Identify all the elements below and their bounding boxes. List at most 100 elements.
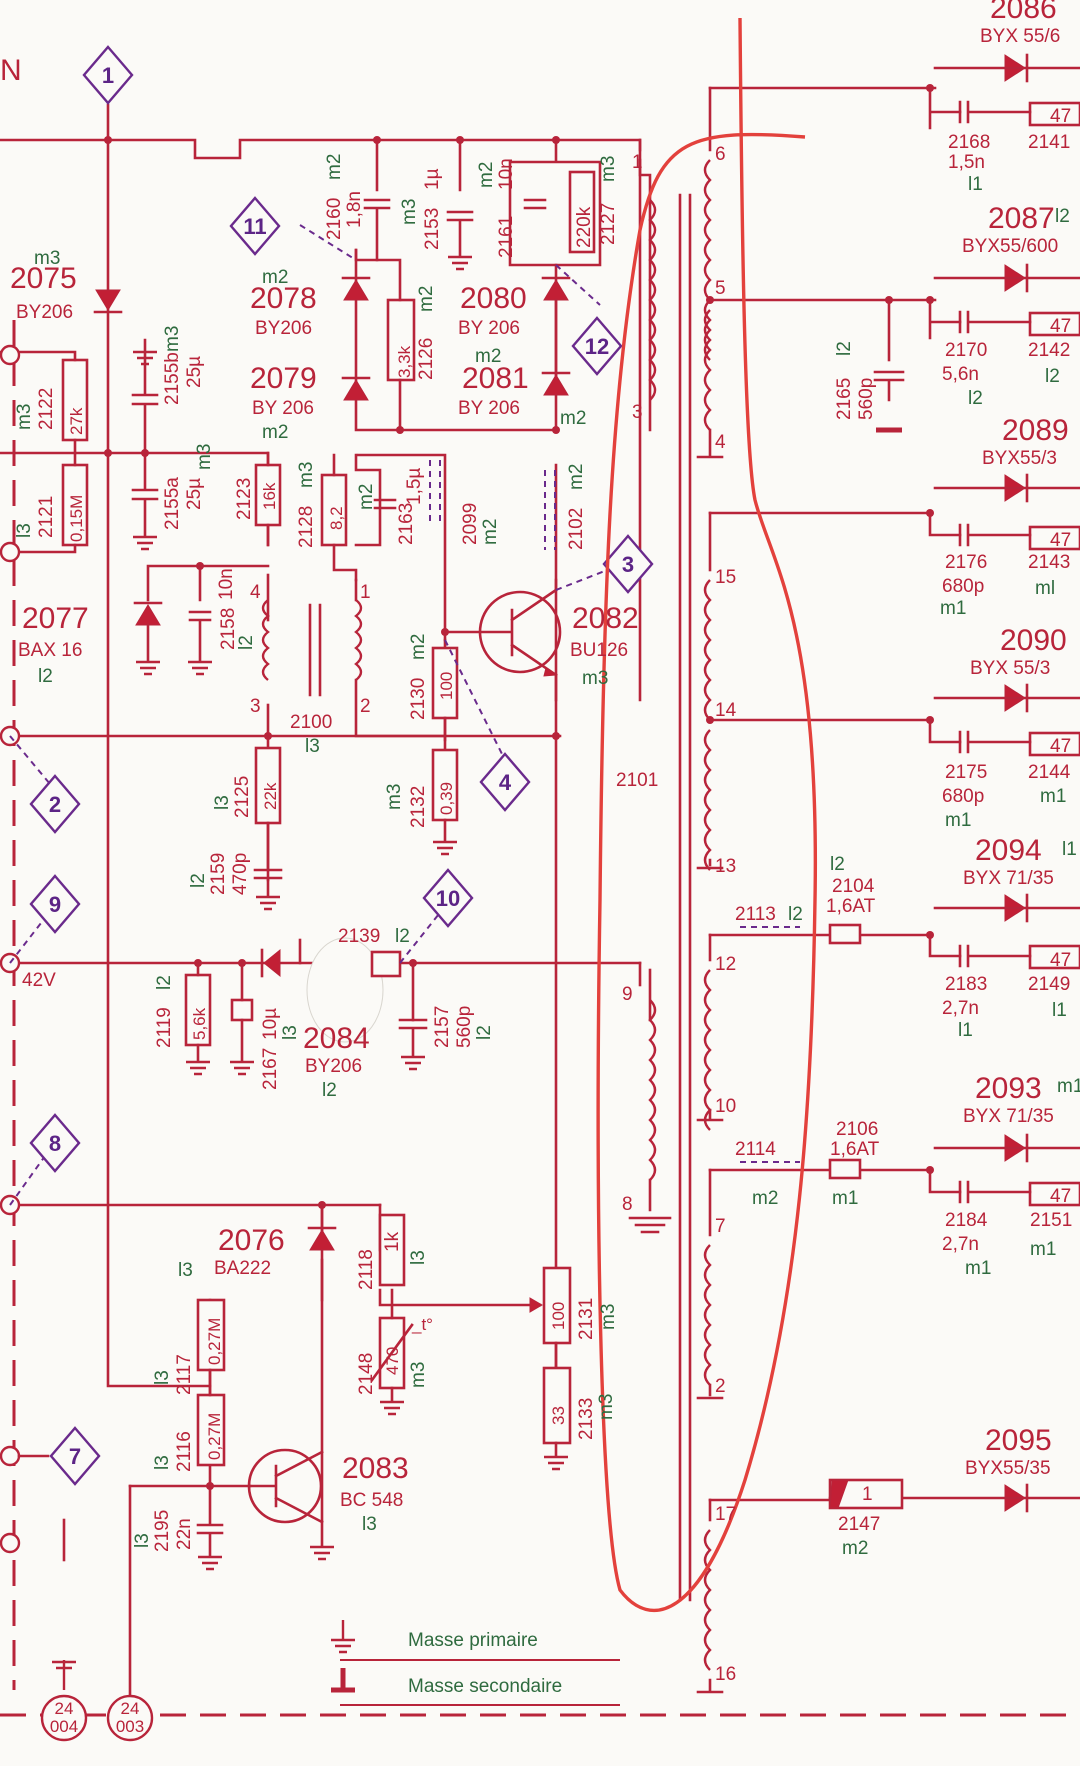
label-text: m3 bbox=[582, 668, 608, 689]
label-text: 2079 bbox=[250, 362, 317, 395]
label-text: m3 bbox=[598, 156, 619, 182]
label-text: BU126 bbox=[570, 640, 628, 661]
label-text: 1 bbox=[632, 152, 643, 173]
label-text: 2099 bbox=[460, 503, 481, 545]
label-text: 3 bbox=[250, 696, 261, 717]
label-text: l2 bbox=[474, 1025, 495, 1040]
label-text: 2083 bbox=[342, 1452, 409, 1485]
label-text: l3 bbox=[152, 1370, 173, 1385]
label-text: 2165 bbox=[834, 378, 855, 420]
label-text: 2089 bbox=[1002, 414, 1069, 447]
label-text: m2 bbox=[356, 484, 377, 510]
label-text: l3 bbox=[178, 1260, 193, 1281]
label-text: 2158 bbox=[218, 608, 239, 650]
label-text: 47 bbox=[1050, 316, 1071, 337]
label-text: 8,2 bbox=[327, 506, 346, 530]
label-text: l2 bbox=[834, 341, 855, 356]
label-text: 2121 bbox=[36, 496, 57, 538]
label-text: l1 bbox=[1052, 1000, 1067, 1021]
label-text: 680p bbox=[942, 576, 984, 597]
label-text: 2095 bbox=[985, 1424, 1052, 1457]
label-text: 3 bbox=[622, 552, 634, 577]
label-text: 2077 bbox=[22, 602, 89, 635]
label-text: m2 bbox=[476, 162, 497, 188]
label-text: l1 bbox=[968, 174, 983, 195]
label-text: 1,5n bbox=[948, 152, 985, 173]
label-text: m1 bbox=[965, 1258, 991, 1279]
label-text: _t° bbox=[411, 1315, 433, 1334]
label-text: 2080 bbox=[460, 282, 527, 315]
label-text: 2167 bbox=[260, 1048, 281, 1090]
label-text: 2125 bbox=[232, 776, 253, 818]
label-text: l3 bbox=[280, 1025, 301, 1040]
test-points: 1 11 12 3 4 2 9 10 8 7 bbox=[29, 45, 654, 1486]
label-text: 2090 bbox=[1000, 624, 1067, 657]
label-text: m3 bbox=[598, 1304, 619, 1330]
label-text: 0,15M bbox=[67, 495, 86, 542]
label-text: l1 bbox=[958, 1020, 973, 1041]
label-text: BYX55/3 bbox=[982, 448, 1057, 469]
label-text: 1k bbox=[382, 1231, 403, 1252]
label-text: 2075 bbox=[10, 262, 77, 295]
label-text: 560p bbox=[454, 1006, 475, 1048]
test-point-9: 9 bbox=[29, 874, 81, 934]
label-text: 2153 bbox=[422, 208, 443, 250]
label-text: m2 bbox=[480, 519, 501, 545]
label-text: l2 bbox=[236, 635, 257, 650]
label-text: 10 bbox=[436, 886, 460, 911]
label-text: 2159 bbox=[208, 853, 229, 895]
label-text: BYX 55/3 bbox=[970, 658, 1050, 679]
label-text: l3 bbox=[132, 1533, 153, 1548]
label-text: l2 bbox=[1045, 366, 1060, 387]
label-text: 2163 bbox=[396, 503, 417, 545]
label-text: l3 bbox=[152, 1455, 173, 1470]
label-text: 2127 bbox=[598, 203, 619, 245]
label-text: 7 bbox=[715, 1216, 726, 1237]
label-text: 5,6k bbox=[190, 1007, 209, 1040]
label-text: m3 bbox=[14, 404, 35, 430]
label-text: 0,39 bbox=[437, 782, 456, 815]
label-text: 2076 bbox=[218, 1224, 285, 1257]
label-text: 2100 bbox=[290, 712, 332, 733]
label-text: 2168 bbox=[948, 132, 990, 153]
label-text: m2 bbox=[408, 634, 429, 660]
label-text: 2139 bbox=[338, 926, 380, 947]
label-text: 47 bbox=[1050, 530, 1071, 551]
label-text: 9 bbox=[622, 984, 633, 1005]
label-text: 2,7n bbox=[942, 1234, 979, 1255]
label-text: m3 bbox=[384, 784, 405, 810]
label-text: 2101 bbox=[616, 770, 658, 791]
label-text: 16 bbox=[715, 1664, 736, 1685]
label-text: 2 bbox=[715, 1376, 726, 1397]
label-text: 2113 bbox=[735, 904, 776, 925]
label-text: 14 bbox=[715, 700, 737, 721]
label-text: 2133 bbox=[576, 1398, 597, 1440]
label-text: 680p bbox=[942, 786, 984, 807]
label-text: m3 bbox=[194, 444, 215, 470]
label-text: 2128 bbox=[296, 506, 317, 548]
label-text: 10n bbox=[496, 158, 517, 190]
label-text: 5 bbox=[715, 278, 726, 299]
label-text: 2116 bbox=[174, 1431, 195, 1472]
label-text: 2082 bbox=[572, 602, 639, 635]
label-text: l2 bbox=[38, 666, 53, 687]
voltage-42v: 42V bbox=[22, 970, 56, 991]
label-text: 2195 bbox=[152, 1510, 173, 1552]
label-text: l2 bbox=[830, 854, 845, 875]
label-text: l2 bbox=[322, 1080, 337, 1101]
label-text: 25µ bbox=[184, 356, 205, 388]
label-text: 11 bbox=[243, 214, 266, 239]
label-text: BY206 bbox=[16, 302, 73, 323]
label-text: 16k bbox=[260, 482, 279, 510]
ground-legend: Masse primaire Masse secondaire bbox=[331, 1620, 620, 1706]
label-text: BY206 bbox=[255, 318, 312, 339]
label-text: 1,5µ bbox=[404, 468, 425, 505]
label-text: l1 bbox=[1062, 839, 1077, 860]
label-text: m2 bbox=[566, 464, 587, 490]
test-point-10: 10 bbox=[422, 868, 474, 928]
label-text: 2147 bbox=[838, 1514, 880, 1535]
label-text: 2184 bbox=[945, 1210, 988, 1231]
legend-primary: Masse primaire bbox=[408, 1630, 538, 1651]
label-text: 2170 bbox=[945, 340, 987, 361]
